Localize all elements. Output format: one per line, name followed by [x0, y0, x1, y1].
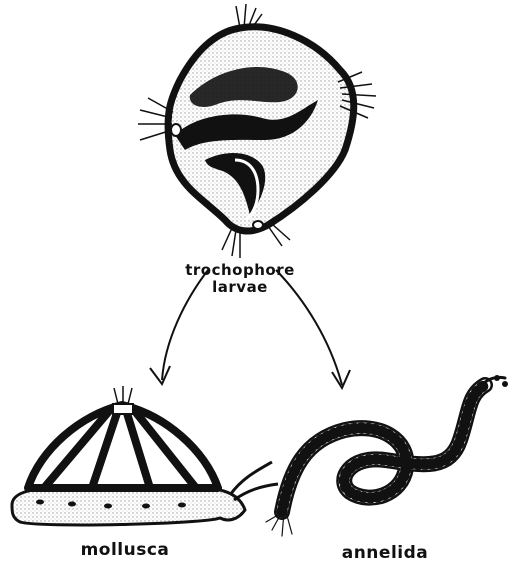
center-label-line1: trochophore: [180, 262, 300, 279]
trochophore-larva: [138, 4, 376, 258]
right-label: annelida: [320, 543, 450, 563]
center-label: trochophore larvae: [180, 262, 300, 296]
annelid-worm: [266, 375, 508, 536]
left-label: mollusca: [60, 540, 190, 560]
center-label-line2: larvae: [180, 279, 300, 296]
mollusc: [12, 386, 278, 525]
